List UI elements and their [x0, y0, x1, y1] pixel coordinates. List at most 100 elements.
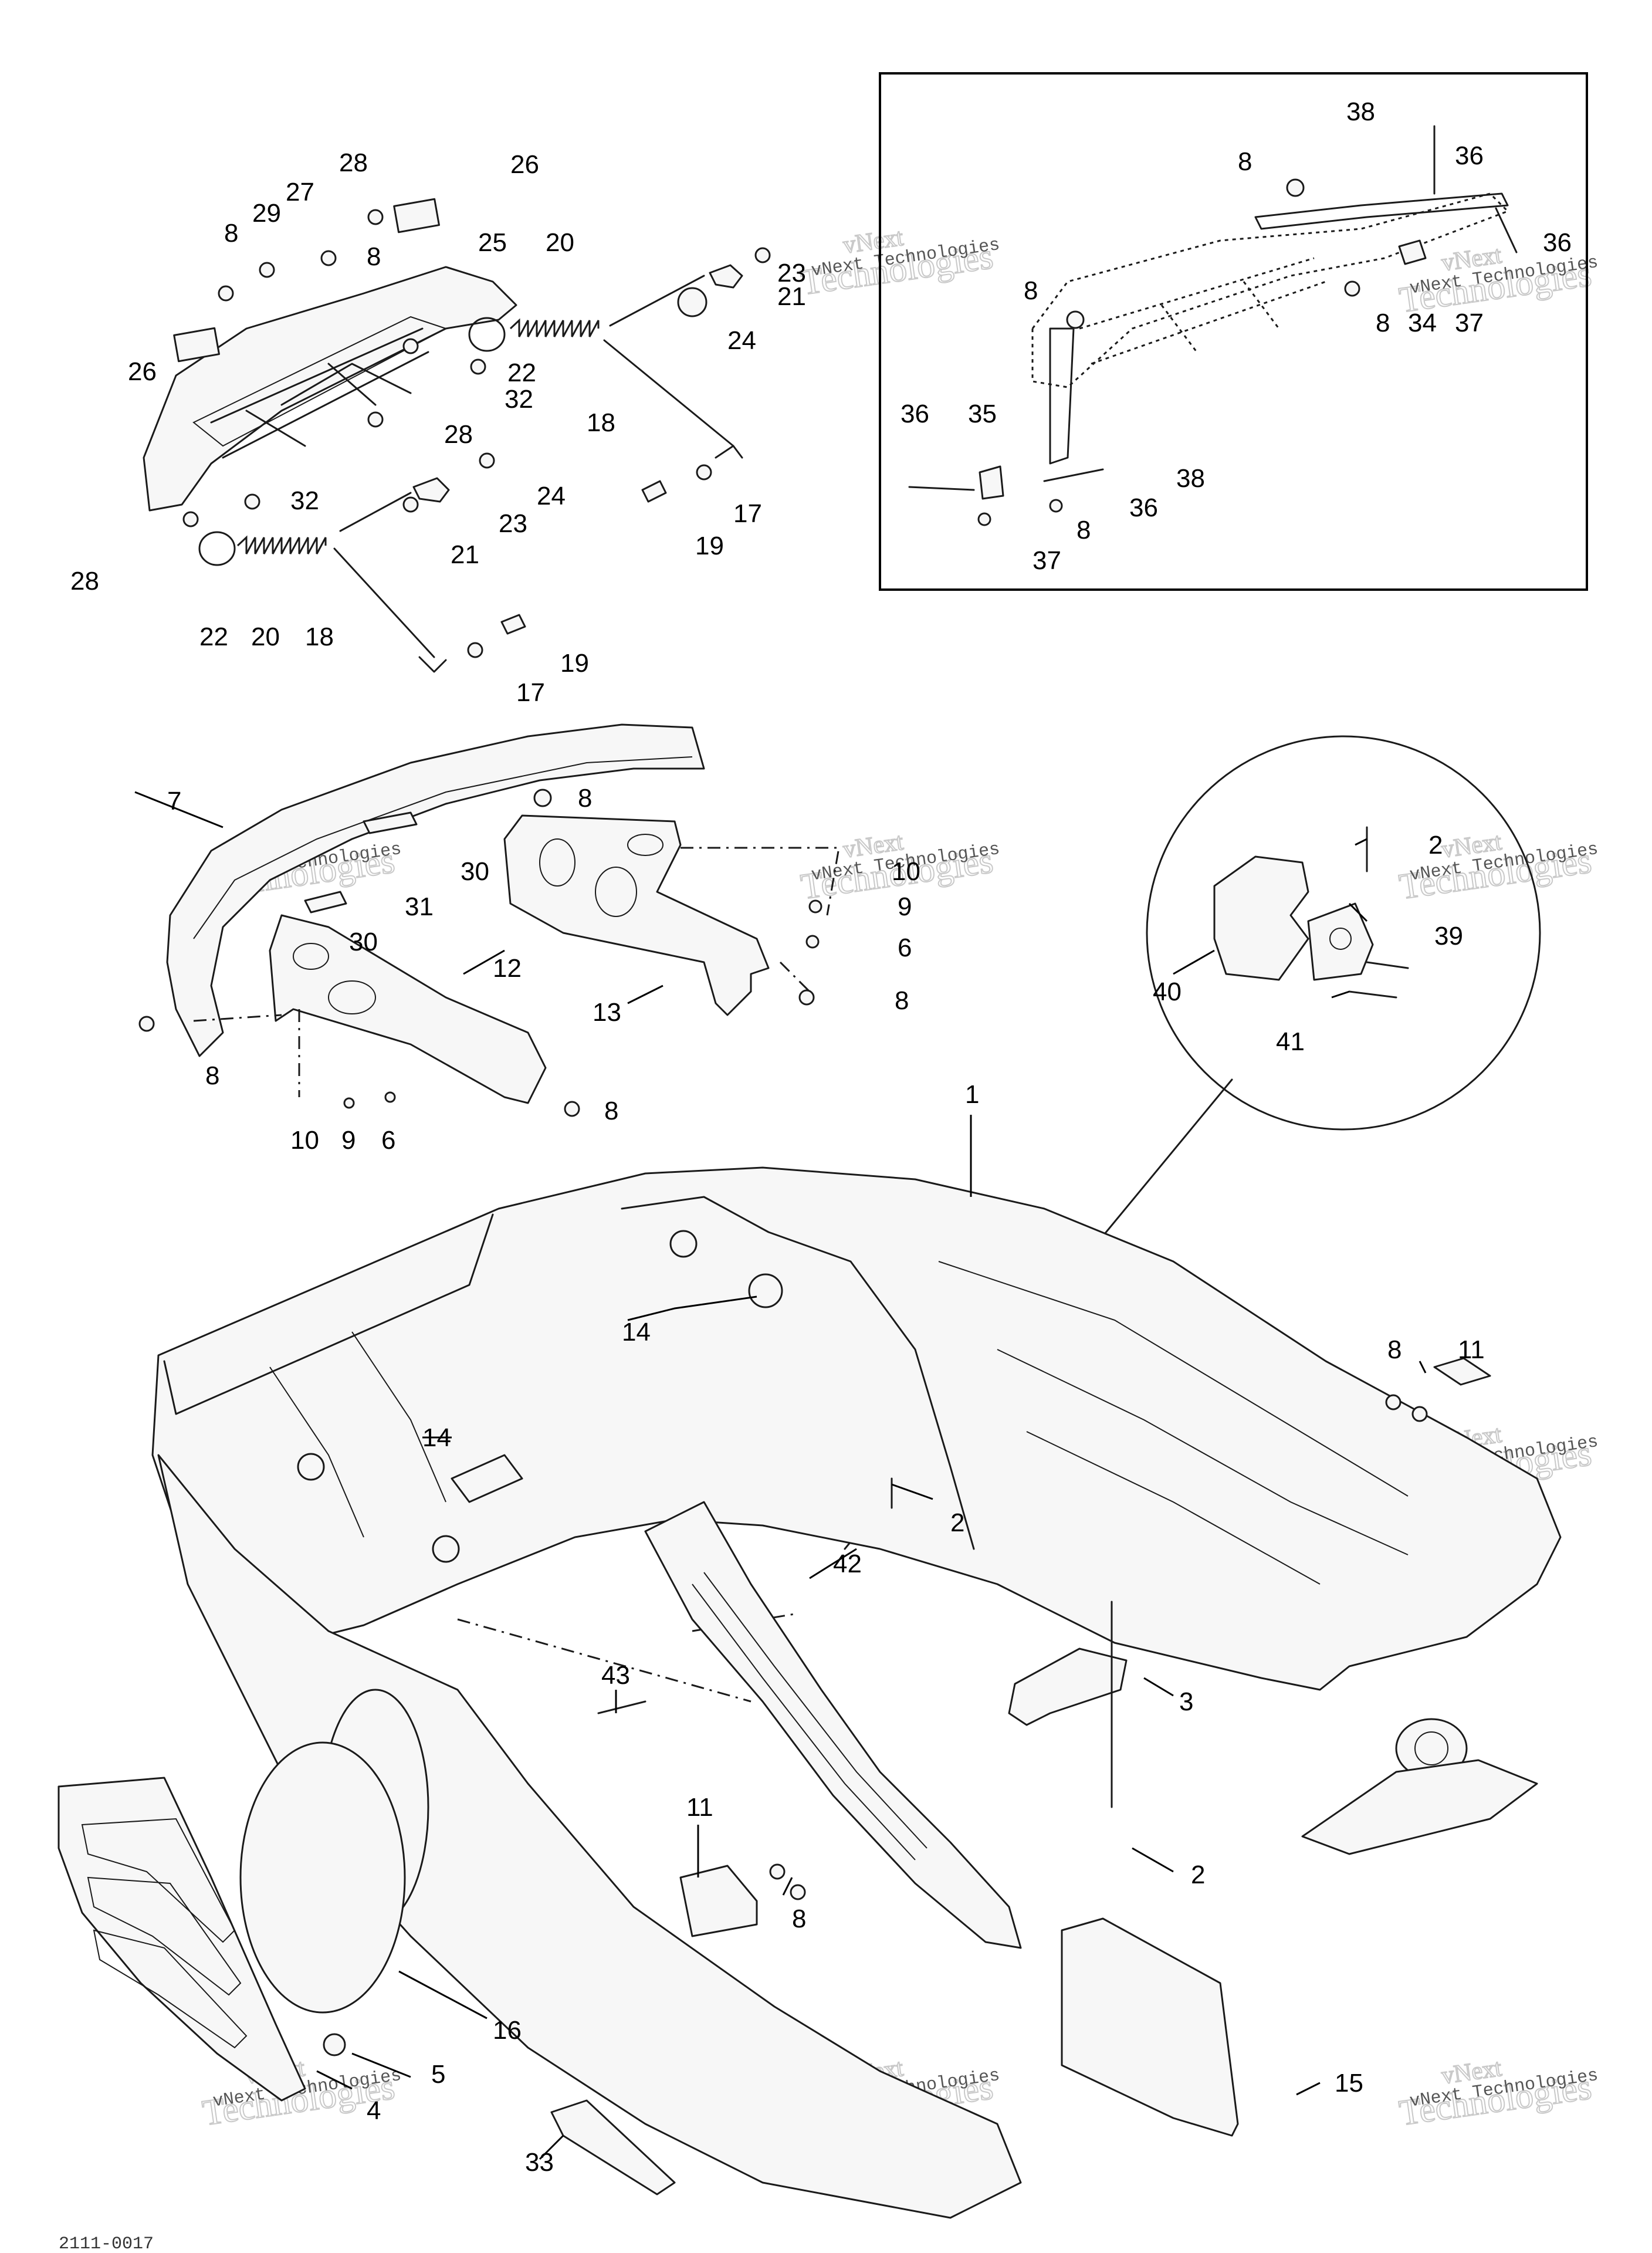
drawing-code: 2111-0017 [59, 2234, 154, 2253]
callout-15: 15 [1335, 2069, 1363, 2098]
bracket [1433, 1357, 1491, 1386]
callout-27: 27 [286, 178, 314, 207]
callout-7: 7 [167, 787, 181, 816]
bolt [641, 480, 667, 503]
rear-mount-hole [1414, 1731, 1448, 1765]
rivet [1495, 207, 1518, 253]
bumper-inner-frame [192, 316, 448, 447]
nut [320, 250, 337, 266]
nut [1411, 1406, 1428, 1422]
callout-10: 10 [892, 857, 920, 886]
callout-23: 23 [777, 259, 806, 287]
inset-bumper-frame [1031, 192, 1509, 388]
bolt [367, 209, 384, 225]
callout-8: 8 [895, 986, 909, 1015]
callout-32: 32 [505, 385, 533, 414]
callout-17: 17 [516, 678, 545, 707]
cable-end [418, 656, 447, 673]
callout-37: 37 [1032, 546, 1061, 575]
insulation-pad [1061, 1917, 1239, 2137]
nut [1049, 499, 1063, 513]
inset-cross-brace [1079, 257, 1326, 365]
callout-17: 17 [733, 499, 762, 528]
bumper-pad-right [393, 198, 440, 234]
callout-38: 38 [1176, 464, 1205, 493]
callout-30: 30 [349, 928, 378, 956]
bolt [500, 614, 526, 635]
callout-5: 5 [431, 2060, 445, 2089]
callout-2: 2 [1428, 831, 1443, 860]
washer [696, 464, 712, 481]
callout-8: 8 [367, 242, 381, 271]
grommet [669, 1230, 698, 1258]
bracket [679, 1865, 758, 1937]
callout-14: 14 [622, 1318, 651, 1347]
washer [479, 452, 495, 469]
leader-line [1419, 1361, 1427, 1374]
washer [402, 496, 419, 513]
callout-35: 35 [968, 400, 997, 428]
plate-detail [1307, 902, 1374, 981]
nut [564, 1101, 580, 1117]
nut [218, 285, 234, 302]
strip [550, 2099, 676, 2196]
washer [754, 247, 771, 263]
round-cover [239, 1741, 406, 2014]
leader-line [1296, 2082, 1321, 2096]
hole [328, 980, 376, 1014]
callout-41: 41 [1276, 1027, 1305, 1056]
leader-line [134, 791, 224, 828]
side-panel-louver [87, 1876, 242, 1996]
hole [627, 834, 663, 856]
rivet [908, 486, 975, 491]
callout-24: 24 [727, 326, 756, 355]
callout-36: 36 [1543, 228, 1572, 257]
callout-13: 13 [593, 998, 621, 1027]
callout-6: 6 [381, 1126, 395, 1155]
watermark: vNext Technologies vNext Technologies [1396, 2054, 1599, 2134]
leader-line [463, 949, 505, 975]
inset-bracket [1254, 192, 1509, 230]
hole [1329, 928, 1352, 950]
dash-line [779, 961, 811, 993]
callout-1: 1 [965, 1080, 979, 1109]
detail-circle-outline [1146, 735, 1541, 1131]
leader-line [1331, 990, 1350, 999]
inset-frame [879, 72, 1588, 591]
rear-bumper-assembly [138, 723, 840, 1117]
side-panel-louver [93, 1929, 248, 2049]
nut [790, 1884, 806, 1900]
rear-bumper [166, 723, 705, 1057]
callout-19: 19 [695, 532, 724, 560]
callout-8: 8 [604, 1097, 618, 1125]
callout-28: 28 [339, 148, 368, 177]
callout-3: 3 [1179, 1687, 1193, 1716]
rear-bumper-inner [193, 756, 693, 939]
callout-8: 8 [1076, 516, 1091, 544]
leader-line [627, 1295, 757, 1321]
washer [467, 642, 483, 658]
bracket [1398, 239, 1427, 265]
skid-plate [644, 1501, 1022, 1949]
leader-line [1173, 949, 1215, 975]
callout-20: 20 [251, 623, 280, 651]
belly-pan-rib [938, 1261, 1409, 1497]
nut [259, 262, 275, 278]
belly-pan-rib [269, 1366, 364, 1538]
callout-24: 24 [537, 482, 566, 510]
cable [609, 275, 705, 327]
side-panel [57, 1777, 306, 2102]
callout-2: 2 [1191, 1860, 1205, 1889]
bracket-left [269, 914, 547, 1104]
callout-8: 8 [1238, 147, 1252, 176]
callout-22: 22 [507, 358, 536, 387]
nut [1344, 280, 1360, 297]
watermark: vNext Technologies vNext Technologies [1396, 828, 1599, 908]
belly-pan-rib [351, 1331, 446, 1503]
callout-32: 32 [290, 486, 319, 515]
callout-16: 16 [493, 2016, 522, 2045]
leader-line [809, 1548, 857, 1579]
nut [798, 989, 815, 1006]
callout-23: 23 [499, 509, 527, 538]
belly-pan-rib [1026, 1431, 1321, 1585]
